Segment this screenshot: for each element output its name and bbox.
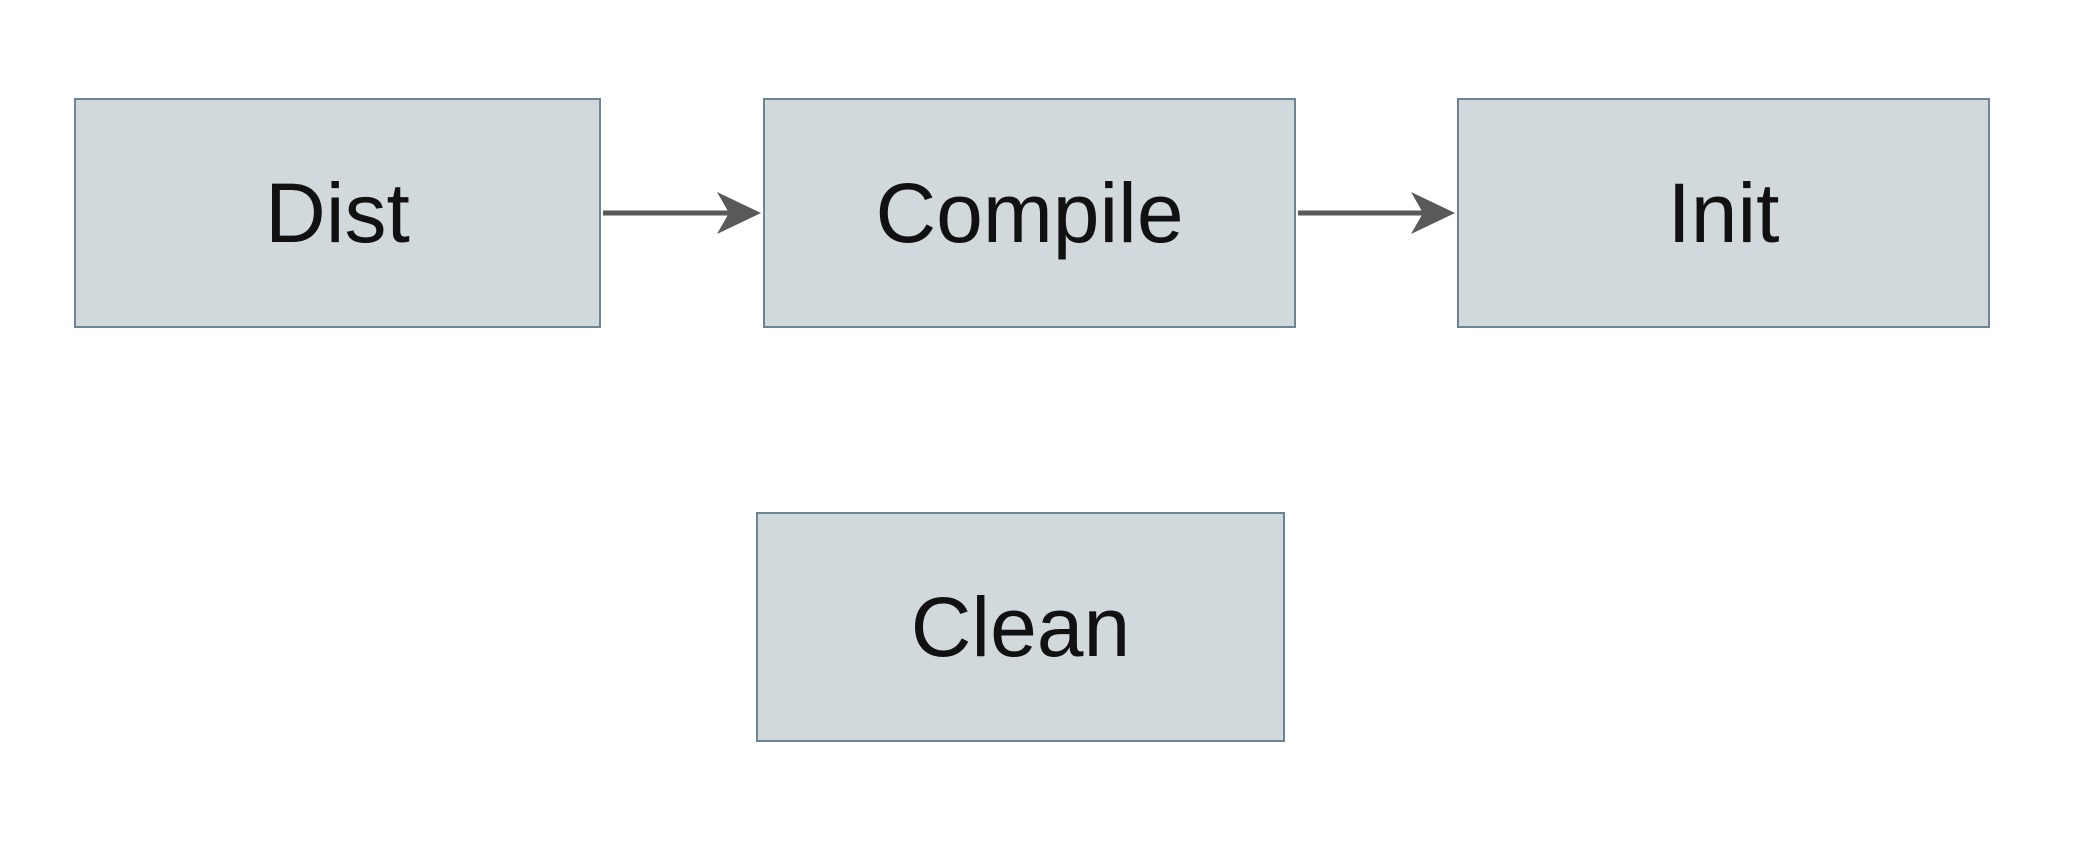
- node-clean-label: Clean: [910, 580, 1131, 674]
- node-compile: Compile: [763, 98, 1296, 328]
- node-clean: Clean: [756, 512, 1285, 742]
- node-init-label: Init: [1667, 166, 1780, 260]
- arrow-compile-to-init: [1298, 192, 1455, 234]
- node-dist: Dist: [74, 98, 601, 328]
- node-dist-label: Dist: [265, 166, 410, 260]
- node-init: Init: [1457, 98, 1990, 328]
- node-compile-label: Compile: [875, 166, 1184, 260]
- arrow-dist-to-compile: [603, 192, 761, 234]
